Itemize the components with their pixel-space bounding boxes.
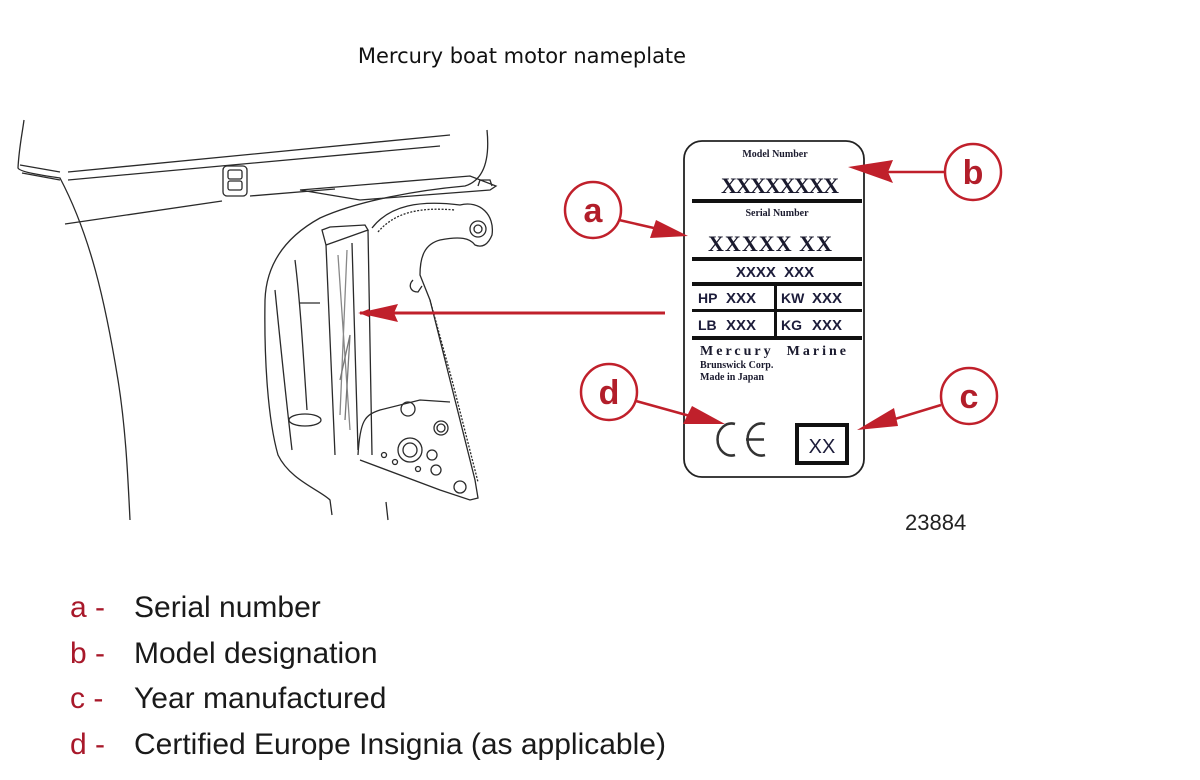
- maker-name: Mercury Marine: [700, 344, 846, 359]
- year-value: XX: [809, 436, 836, 458]
- lb-label: LB: [698, 317, 717, 333]
- callout-d-arrowhead: [683, 406, 725, 424]
- year-box: [795, 423, 849, 465]
- cowl-latch: [222, 165, 248, 197]
- legend: a - Serial number b - Model designation …: [70, 585, 666, 767]
- legend-key: a -: [70, 591, 106, 624]
- callout-a-arrowhead: [650, 220, 688, 238]
- legend-item: d - Certified Europe Insignia (as applic…: [70, 722, 666, 768]
- transom-bracket: [321, 224, 369, 246]
- legend-key: c -: [70, 682, 104, 715]
- model-number-value: XXXXXXXX: [721, 173, 839, 198]
- legend-item: a - Serial number: [70, 585, 666, 631]
- motor-cowl-outline: [17, 119, 131, 521]
- cowl-mid-line: [21, 145, 441, 181]
- tilt-tube: [397, 437, 423, 463]
- kw-value: XXX: [812, 290, 842, 307]
- diagram-title: Mercury boat motor nameplate: [357, 44, 687, 68]
- model-number-label: Model Number: [742, 149, 808, 160]
- kw-label: KW: [781, 290, 805, 306]
- kg-label: KG: [781, 317, 802, 333]
- cowl-low-line: [64, 188, 336, 225]
- bracket-bolt: [400, 401, 416, 417]
- callout-b: b: [848, 142, 1003, 202]
- serial-number-label: Serial Number: [745, 208, 809, 219]
- serial-number-value: XXXXX XX: [708, 231, 832, 256]
- cowl-back-edge: [264, 129, 489, 516]
- legend-key: d -: [70, 727, 106, 761]
- callout-c-arrowhead: [857, 408, 898, 430]
- swivel-bracket: [359, 202, 493, 501]
- cowl-upper-line: [19, 134, 451, 173]
- callout-a-label: a: [584, 192, 604, 230]
- code-value: XXXX XXX: [736, 264, 814, 281]
- legend-text: Certified Europe Insignia (as applicable…: [134, 727, 666, 761]
- callout-b-label: b: [963, 154, 984, 192]
- hp-label: HP: [698, 290, 717, 306]
- callout-d: d: [579, 362, 725, 424]
- figure-number: 23884: [905, 510, 967, 535]
- lb-value: XXX: [726, 317, 756, 334]
- callout-d-label: d: [599, 374, 620, 412]
- ce-mark-icon: [716, 422, 766, 457]
- nameplate: Model Number XXXXXXXX Serial Number XXXX…: [683, 140, 865, 478]
- hp-value: XXX: [726, 290, 756, 307]
- motor-illustration: [17, 119, 498, 521]
- maker-origin: Made in Japan: [700, 372, 764, 383]
- maker-company: Brunswick Corp.: [700, 360, 774, 371]
- legend-item: b - Model designation: [70, 631, 666, 677]
- callout-c: c: [857, 366, 999, 430]
- callout-c-label: c: [960, 378, 979, 416]
- legend-item: c - Year manufactured: [70, 676, 666, 722]
- legend-key: b -: [70, 636, 106, 670]
- legend-text: Year manufactured: [134, 682, 387, 715]
- callout-b-arrowhead: [848, 160, 893, 183]
- callout-a: a: [563, 180, 688, 240]
- legend-text: Serial number: [134, 591, 321, 624]
- legend-text: Model designation: [134, 636, 378, 670]
- kg-value: XXX: [812, 317, 842, 334]
